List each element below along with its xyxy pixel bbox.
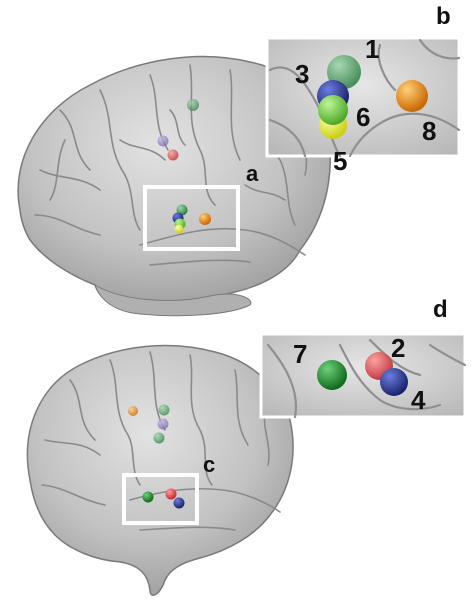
label-6: 6 bbox=[356, 102, 370, 132]
marker-4 bbox=[380, 368, 408, 396]
inset-d: 7 2 4 bbox=[259, 332, 467, 419]
marker-c-4 bbox=[173, 497, 185, 509]
marker-b-3 bbox=[157, 418, 169, 430]
label-d: d bbox=[433, 296, 448, 323]
box-a bbox=[143, 185, 240, 251]
label-1: 1 bbox=[365, 34, 379, 64]
top-brain: a bbox=[17, 55, 331, 317]
marker-c-2 bbox=[165, 488, 177, 500]
marker-3-small bbox=[157, 135, 169, 147]
marker-b-6 bbox=[153, 432, 165, 444]
bottom-brain: c bbox=[26, 344, 294, 596]
marker-a-8 bbox=[199, 213, 211, 225]
label-b: b bbox=[436, 3, 451, 30]
label-a: a bbox=[246, 161, 259, 186]
box-c bbox=[122, 473, 199, 525]
marker-b-1 bbox=[158, 404, 170, 416]
marker-6 bbox=[318, 95, 348, 125]
inset-b: 1 3 6 5 8 bbox=[265, 34, 461, 176]
marker-c-7 bbox=[142, 491, 154, 503]
label-7: 7 bbox=[293, 339, 307, 369]
label-2: 2 bbox=[391, 333, 405, 363]
label-5: 5 bbox=[333, 146, 347, 176]
label-3: 3 bbox=[295, 59, 309, 89]
marker-b-8 bbox=[128, 406, 138, 416]
marker-2-small bbox=[167, 149, 179, 161]
label-4: 4 bbox=[411, 385, 426, 415]
label-8: 8 bbox=[422, 116, 436, 146]
label-c: c bbox=[203, 452, 215, 477]
marker-1-small bbox=[187, 99, 199, 111]
marker-8 bbox=[396, 80, 428, 112]
marker-a-5 bbox=[174, 224, 184, 234]
marker-7 bbox=[317, 360, 347, 390]
